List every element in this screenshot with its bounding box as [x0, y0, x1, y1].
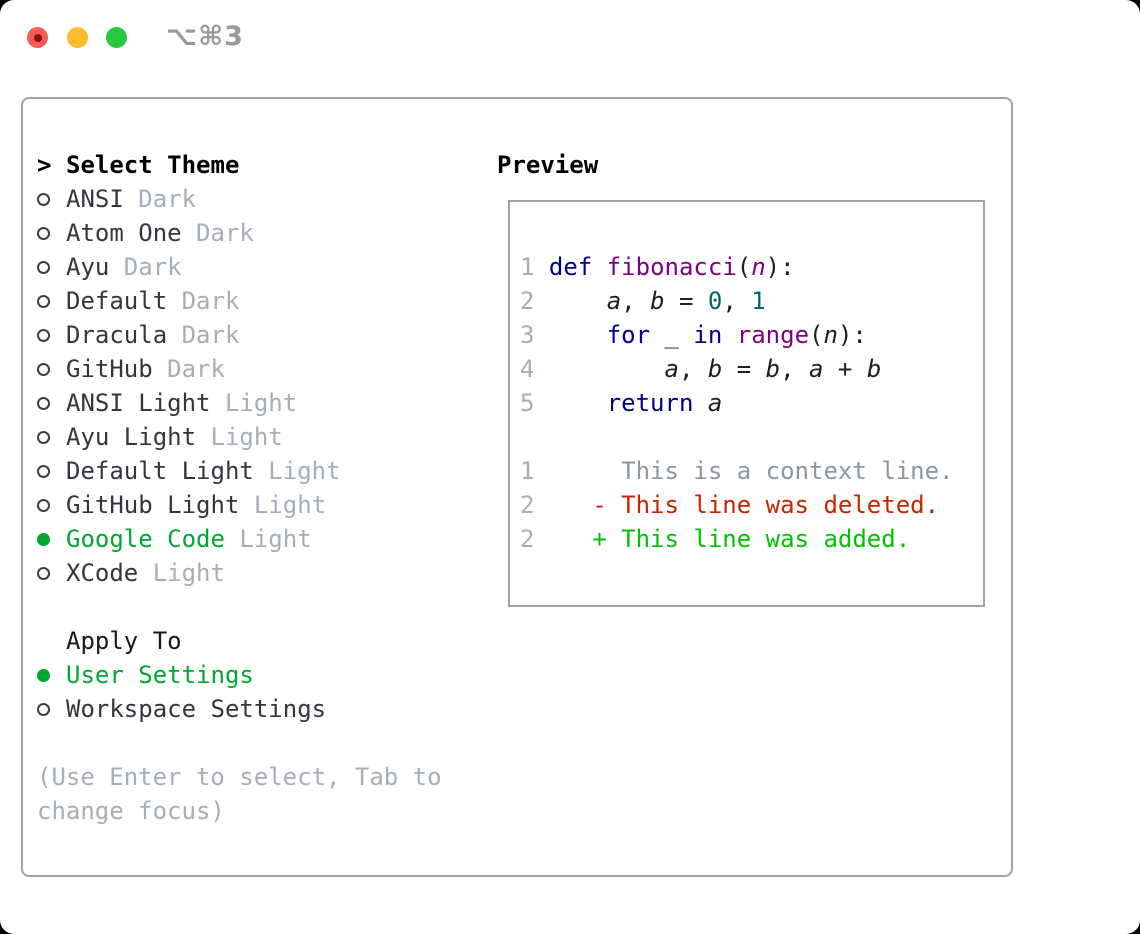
radio-icon: [37, 702, 50, 716]
radio-icon: [37, 362, 50, 376]
theme-option[interactable]: GitHub Light Light: [37, 488, 442, 522]
radio-icon: [37, 464, 50, 478]
preview-code-line: 2 - This line was deleted.: [520, 491, 940, 519]
theme-list: ANSI Dark Atom One Dark Ayu Dark Default…: [37, 182, 442, 590]
help-line-1: (Use Enter to select, Tab to: [37, 763, 442, 791]
radio-icon: [37, 532, 50, 546]
apply-to-option[interactable]: User Settings: [37, 658, 442, 692]
theme-option[interactable]: ANSI Light Light: [37, 386, 442, 420]
preview-code-line: 4 a, b = b, a + b: [520, 355, 882, 383]
preview-code-line: 2 a, b = 0, 1: [520, 287, 766, 315]
theme-option[interactable]: XCode Light: [37, 556, 442, 590]
radio-icon: [37, 328, 50, 342]
apply-to-header: Apply To: [37, 624, 442, 658]
help-text: (Use Enter to select, Tab to change focu…: [37, 760, 442, 828]
radio-icon: [37, 294, 50, 308]
window-title: ⌥⌘3: [166, 21, 244, 52]
radio-icon: [37, 498, 50, 512]
theme-option[interactable]: Default Dark: [37, 284, 442, 318]
zoom-button[interactable]: [106, 27, 127, 48]
theme-option[interactable]: Dracula Dark: [37, 318, 442, 352]
help-line-2: change focus): [37, 797, 225, 825]
preview-code-line: 1 def fibonacci(n):: [520, 253, 795, 281]
close-dot-icon: [33, 33, 42, 42]
apply-to-option[interactable]: Workspace Settings: [37, 692, 442, 726]
preview-code-line: [520, 420, 983, 454]
theme-list-column: > Select Theme ANSI Dark Atom One Dark Ay…: [37, 148, 442, 828]
theme-option[interactable]: ANSI Dark: [37, 182, 442, 216]
theme-option[interactable]: Atom One Dark: [37, 216, 442, 250]
titlebar: ⌥⌘3: [0, 0, 1140, 74]
radio-icon: [37, 226, 50, 240]
preview-title: Preview: [497, 151, 599, 179]
spacer: [37, 726, 442, 760]
theme-option[interactable]: Default Light Light: [37, 454, 442, 488]
theme-option[interactable]: Ayu Dark: [37, 250, 442, 284]
theme-option[interactable]: Ayu Light Light: [37, 420, 442, 454]
theme-picker-header: > Select Theme: [37, 148, 442, 182]
radio-icon: [37, 192, 50, 206]
preview-code-line: 3 for _ in range(n):: [520, 321, 867, 349]
apply-to-list: User Settings Workspace Settings: [37, 658, 442, 726]
radio-icon: [37, 260, 50, 274]
radio-icon: [37, 668, 50, 682]
theme-picker-title: Select Theme: [66, 151, 240, 179]
theme-option[interactable]: Google Code Light: [37, 522, 442, 556]
theme-picker-panel: > Select Theme ANSI Dark Atom One Dark Ay…: [21, 97, 1013, 877]
theme-option[interactable]: GitHub Dark: [37, 352, 442, 386]
radio-icon: [37, 396, 50, 410]
radio-icon: [37, 430, 50, 444]
spacer: [37, 590, 442, 624]
minimize-button[interactable]: [67, 27, 88, 48]
close-button[interactable]: [27, 27, 48, 48]
cursor-icon: >: [37, 151, 52, 179]
radio-icon: [37, 566, 50, 580]
preview-code-line: 2 + This line was added.: [520, 525, 911, 553]
preview-code-line: 1 This is a context line.: [520, 457, 954, 485]
preview-code-line: 5 return a: [520, 389, 723, 417]
preview-box: 1 def fibonacci(n): 2 a, b = 0, 1 3 for _ …: [508, 200, 985, 607]
apply-to-title: Apply To: [66, 627, 182, 655]
